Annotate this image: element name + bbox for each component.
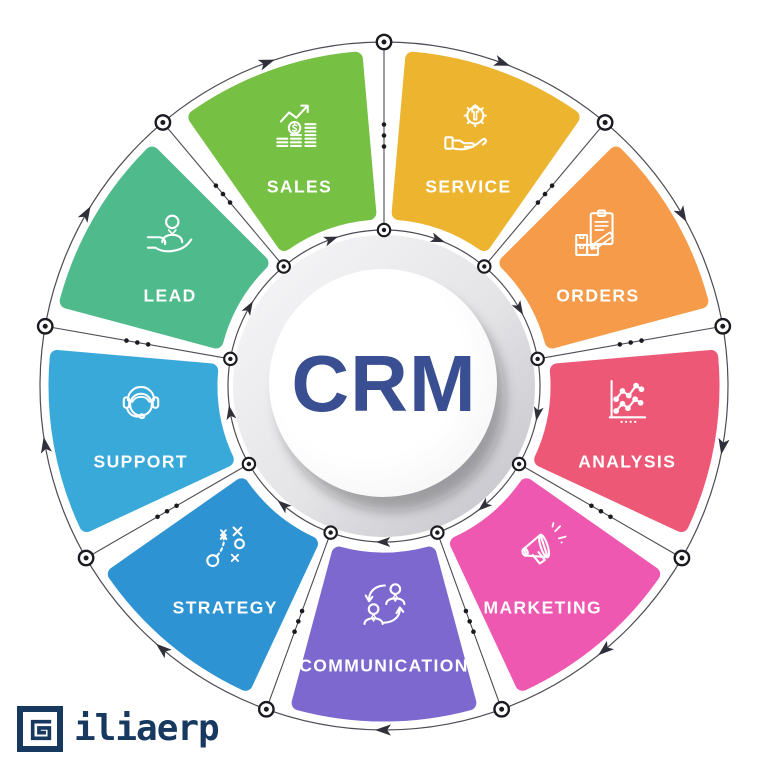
- segment-label-lead: LEAD: [143, 285, 197, 305]
- segment-label-support: SUPPORT: [93, 451, 188, 472]
- segment-communication: [291, 546, 477, 722]
- sales-growth-chart-icon: [271, 97, 329, 155]
- service-gear-hand-icon: [439, 97, 497, 155]
- segment-label-communication: COMMUNICATION: [299, 655, 469, 676]
- segment-label-sales: SALES: [266, 176, 333, 197]
- communication-people-exchange-icon: [355, 576, 413, 634]
- support-headset-agent-icon: [112, 372, 170, 430]
- lead-person-in-hand-icon: [141, 206, 199, 264]
- brand-logo: iliaerp: [11, 706, 220, 758]
- segment-label-orders: ORDERS: [556, 285, 640, 305]
- segment-label-service: SERVICE: [425, 176, 512, 197]
- boundary-dots: [124, 122, 644, 635]
- center-crm-label: CRM: [291, 339, 477, 429]
- segment-marketing: [450, 478, 661, 691]
- segment-sales: [188, 51, 377, 251]
- flow-arrows: [40, 55, 730, 736]
- segment-service: [391, 51, 580, 251]
- brand-logo-text: iliaerp: [74, 708, 220, 749]
- segment-label-strategy: STRATEGY: [172, 597, 278, 618]
- cycle-nodes: [36, 33, 732, 718]
- segment-label-analysis: ANALYSIS: [578, 451, 677, 472]
- segments: [48, 51, 720, 722]
- orders-clipboard-boxes-icon: [569, 206, 627, 264]
- segment-support: [48, 349, 234, 533]
- letter-a-maze-icon: [11, 706, 63, 758]
- analysis-line-chart-icon: [598, 372, 656, 430]
- segment-label-marketing: MARKETING: [483, 597, 603, 618]
- segment-strategy: [107, 478, 318, 691]
- segment-analysis: [534, 349, 720, 533]
- segment-lead: [59, 146, 269, 349]
- strategy-tactics-icon: [196, 518, 254, 576]
- center-disc: [269, 269, 497, 497]
- segment-orders: [499, 146, 709, 349]
- marketing-megaphone-icon: [514, 518, 572, 576]
